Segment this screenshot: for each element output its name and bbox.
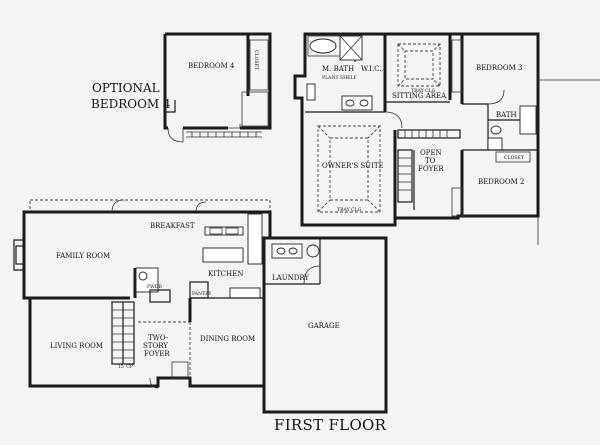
closet-label-optional: CLOSET (253, 50, 259, 71)
foyer-label-line1: TWO- (148, 334, 169, 342)
foyer-label-line2: STORY (143, 342, 168, 350)
second-floor-plan: M. BATH PLANT SHELF W.I.C. SITTING AREA … (293, 32, 600, 245)
room-label-bedroom-2: BEDROOM 2 (478, 178, 524, 186)
room-label-kitchen: KITCHEN (208, 270, 243, 278)
room-label-bath: BATH (496, 111, 517, 119)
room-label-garage: GARAGE (308, 322, 340, 330)
optional-bedroom-4-plan: BEDROOM 4 CLOSET (163, 32, 272, 143)
room-label-owners-suite: OWNER'S SUITE (322, 162, 384, 170)
open-to-foyer-line3: FOYER (418, 165, 444, 173)
stair-up-label: UP (126, 364, 133, 370)
tray-clg-label-owners: TRAY CLG (337, 207, 362, 213)
room-label-family-room: FAMILY ROOM (56, 252, 110, 260)
closet-label-bedroom-2: CLOSET (504, 155, 525, 161)
room-label-dining-room: DINING ROOM (200, 335, 255, 343)
room-label-living-room: LIVING ROOM (50, 342, 103, 350)
room-label-bedroom-3: BEDROOM 3 (476, 64, 522, 72)
first-floor-title: FIRST FLOOR (274, 416, 387, 434)
open-to-foyer-line1: OPEN (420, 149, 442, 157)
optional-title-line2: BEDROOM 4 (91, 97, 171, 111)
optional-title-line1: OPTIONAL (92, 81, 160, 95)
plant-shelf-label: PLANT SHELF (322, 75, 357, 81)
room-label-breakfast: BREAKFAST (150, 222, 195, 230)
room-label-m-bath: M. BATH (322, 65, 354, 73)
room-label-laundry: LAUNDRY (272, 274, 309, 282)
room-label-pantry: PANTRY (192, 291, 212, 297)
room-label-optional-bedroom-4: BEDROOM 4 (188, 62, 235, 70)
room-label-sitting-area: SITTING AREA (392, 92, 447, 100)
foyer-label-line3: FOYER (144, 350, 170, 358)
open-to-foyer-line2: TO (425, 157, 436, 165)
room-label-wic: W.I.C. (361, 65, 382, 73)
first-floor-plan: BREAKFAST FAMILY ROOM KITCHEN LAUNDRY PW… (13, 199, 388, 414)
stair-count-label: 15 (118, 364, 124, 370)
room-label-pwdr: PWDR (147, 284, 162, 290)
tray-clg-label-sitting: TRAY CLG (411, 88, 436, 94)
